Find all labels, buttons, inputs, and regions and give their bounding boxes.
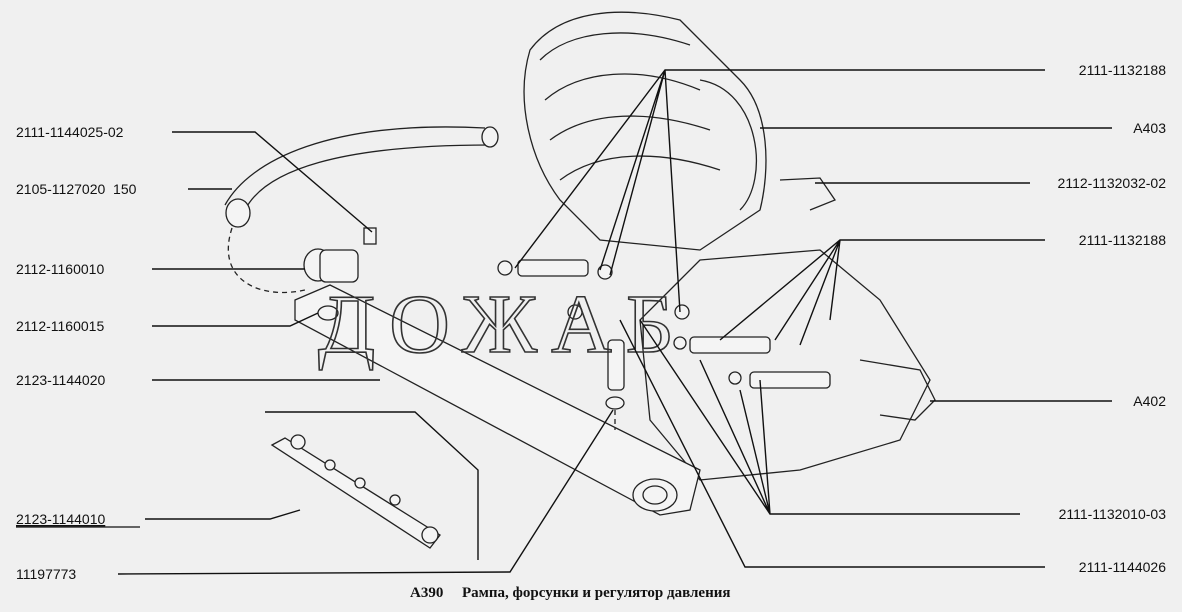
part-label-11197773: 11197773 [16,566,76,582]
part-label-2112-1132032-02: 2112-1132032-02 [1058,175,1167,191]
injectors-drawing [497,259,831,430]
part-label-2111-1132010-03: 2111-1132010-03 [1059,506,1167,522]
part-label-2111-1132188-top: 2111-1132188 [1079,62,1166,78]
pressure-regulator-drawing [303,227,377,321]
leader-lines [117,69,1112,575]
part-label-2111-1132188: 2111-1132188 [1079,232,1166,248]
part-label-2112-1160010: 2112-1160010 [16,261,104,277]
fuel-rail-drawing [294,284,701,516]
part-label-a402: A402 [1133,393,1166,409]
fuel-hose-drawing [224,126,499,294]
diagram-code: А390 [410,585,443,601]
part-label-2111-1144026: 2111-1144026 [1079,559,1166,575]
watermark: ДОЖАБ [318,278,688,371]
part-label-a403: A403 [1133,120,1166,136]
part-label-2111-1144025-02: 2111-1144025-02 [16,124,124,140]
rail-assembly-drawing [270,434,441,549]
part-label-2123-1144020: 2123-1144020 [16,372,105,388]
part-label-2123-1144010: 2123-1144010 [16,511,105,527]
engine-drawing [523,11,936,481]
part-label-2112-1160015: 2112-1160015 [16,318,104,334]
diagram-caption: Рампа, форсунки и регулятор давления [462,585,730,601]
part-label-2105-1127020: 2105-1127020 150 [16,181,137,197]
